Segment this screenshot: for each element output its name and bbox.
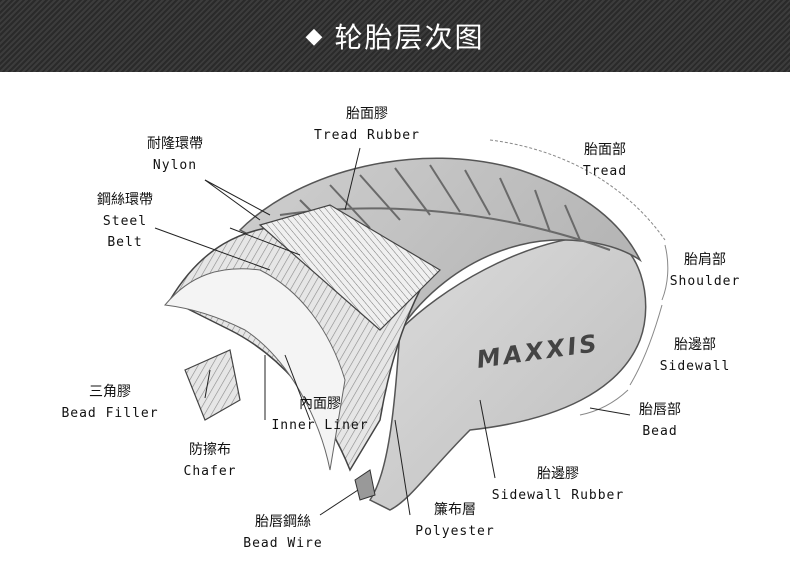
label-tread: 胎面部 Tread [582, 142, 628, 179]
label-nylon: 耐隆環帶 Nylon [147, 136, 203, 173]
label-sidewall-rubber: 胎邊膠 Sidewall Rubber [491, 466, 625, 503]
label-chafer: 防擦布 Chafer [183, 442, 237, 479]
label-shoulder: 胎肩部 Shoulder [669, 252, 741, 289]
header-title-bar: ◆ 轮胎层次图 [0, 0, 790, 72]
tire-sidewall-shape [368, 234, 647, 511]
label-bead: 胎唇部 Bead [639, 402, 681, 439]
dimension-arcs [489, 139, 669, 416]
inner-liner-shape [164, 268, 346, 471]
bead-area-shape [184, 349, 241, 421]
header-banner [0, 0, 790, 72]
bead-wire-shape [354, 469, 376, 501]
page-title: 轮胎层次图 [334, 21, 485, 54]
diamond-icon: ◆ [305, 23, 325, 49]
label-inner-liner: 內面膠 Inner Liner [271, 396, 369, 433]
label-polyester: 簾布層 Polyester [415, 502, 495, 539]
belt-layer [258, 204, 441, 331]
label-sidewall: 胎邊部 Sidewall [659, 337, 731, 374]
leader-lines [154, 147, 631, 516]
label-bead-filler: 三角膠 Bead Filler [61, 384, 159, 421]
label-bead-wire: 胎唇鋼絲 Bead Wire [243, 514, 323, 551]
label-steel-belt: 鋼絲環帶 Steel Belt [97, 192, 153, 250]
label-tread-rubber: 胎面膠 Tread Rubber [314, 106, 420, 143]
